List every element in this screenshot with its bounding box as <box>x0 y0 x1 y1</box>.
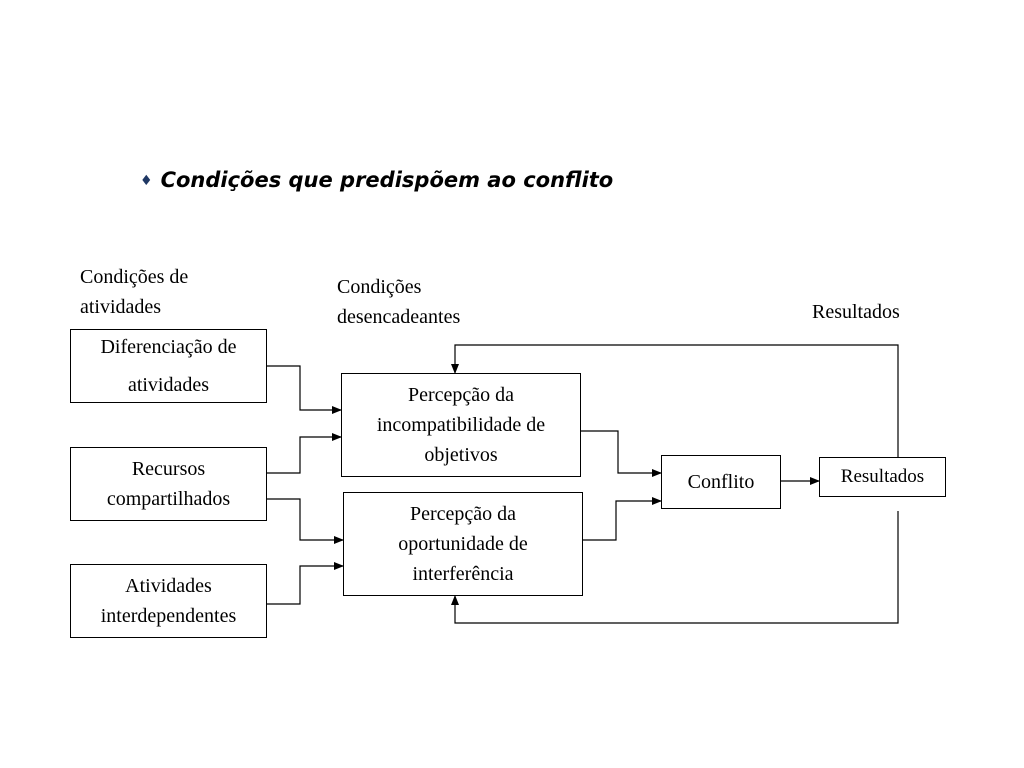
arrow-differentiation-to-incompatibility <box>267 365 342 414</box>
slide-title-text: Condições que predispõem ao conflito <box>160 168 614 192</box>
box-text-line: Conflito <box>687 471 755 493</box>
slide-title: ♦ Condições que predispõem ao conflito <box>140 168 613 192</box>
box-text-line: Atividades <box>125 575 212 597</box>
box-interdependent-activities: Atividades interdependentes <box>70 564 267 638</box>
trigger-conditions-label: Condições desencadeantes <box>337 272 460 332</box>
activity-conditions-line2: atividades <box>80 296 162 318</box>
arrow-resources-to-incompatibility <box>267 433 342 474</box>
box-text-line: objetivos <box>424 444 498 466</box>
box-perception-of-interference-opportunity: Percepção da oportunidade de interferênc… <box>343 492 583 596</box>
feedback-arrow-bottom <box>451 511 899 624</box>
box-text-line: Diferenciação de <box>100 336 237 358</box>
box-text-line: Resultados <box>840 466 925 487</box>
box-text-line: Recursos <box>131 458 206 480</box>
box-perception-of-goal-incompatibility: Percepção da incompatibilidade de objeti… <box>341 373 581 477</box>
box-text-line: Percepção da <box>409 503 517 525</box>
arrow-resources-to-interference <box>267 498 344 544</box>
box-shared-resources: Recursos compartilhados <box>70 447 267 521</box>
arrow-interdependent-to-interference <box>267 562 344 605</box>
box-conflict: Conflito <box>661 455 781 509</box>
box-text-line: interferência <box>412 563 514 585</box>
trigger-conditions-line1: Condições <box>337 276 422 298</box>
feedback-arrow-top <box>451 344 899 461</box>
results-heading-label: Resultados <box>812 301 900 323</box>
box-text-line: incompatibilidade de <box>376 414 546 436</box>
box-results: Resultados <box>819 457 946 497</box>
box-differentiation-of-activities: Diferenciação de atividades <box>70 329 267 403</box>
box-text-line: compartilhados <box>106 488 231 510</box>
trigger-conditions-line2: desencadeantes <box>337 306 461 328</box>
arrow-incompatibility-to-conflict <box>581 430 662 477</box>
diamond-bullet-icon: ♦ <box>140 173 153 189</box>
box-text-line: interdependentes <box>100 605 237 627</box>
box-text-line: atividades <box>127 374 210 396</box>
activity-conditions-label: Condições de atividades <box>80 262 188 322</box>
arrow-interference-to-conflict <box>583 497 662 541</box>
box-text-line: oportunidade de <box>398 533 528 555</box>
activity-conditions-line1: Condições de <box>80 266 189 288</box>
box-text-line: Percepção da <box>407 384 515 406</box>
